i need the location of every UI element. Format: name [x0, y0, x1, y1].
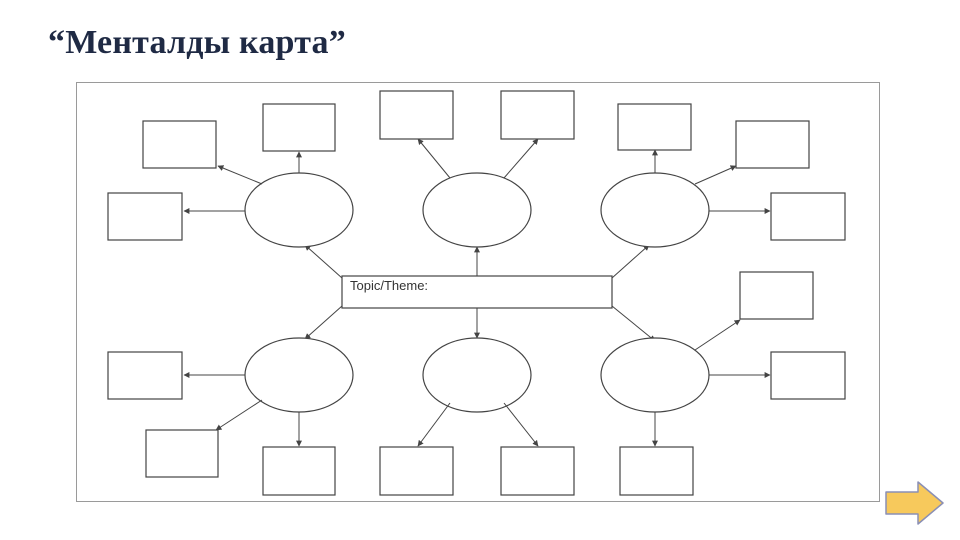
connector-bottom-left	[304, 305, 343, 340]
idea-box[interactable]	[739, 271, 814, 320]
idea-box[interactable]	[770, 351, 846, 400]
idea-box[interactable]	[500, 90, 575, 140]
idea-box[interactable]	[142, 120, 217, 169]
idea-box[interactable]	[770, 192, 846, 241]
idea-box[interactable]	[262, 446, 336, 496]
topic-connectors	[304, 244, 656, 342]
idea-box[interactable]	[262, 103, 336, 152]
idea-circle-top-center[interactable]	[422, 172, 532, 248]
topic-label: Topic/Theme:	[350, 278, 428, 293]
idea-box[interactable]	[500, 446, 575, 496]
connector-top-right	[611, 244, 650, 279]
idea-circle-bottom-center[interactable]	[422, 337, 532, 413]
slide-title: “Менталды карта”	[48, 24, 346, 61]
idea-box[interactable]	[617, 103, 692, 151]
branch-arrows	[183, 138, 771, 447]
idea-circle-bottom-right[interactable]	[600, 337, 710, 413]
next-slide-button[interactable]	[884, 480, 946, 526]
right-arrow-icon	[885, 481, 944, 525]
topic-box[interactable]: Topic/Theme:	[341, 275, 613, 309]
idea-box[interactable]	[107, 192, 183, 241]
idea-box[interactable]	[735, 120, 810, 169]
idea-box[interactable]	[145, 429, 219, 478]
idea-box[interactable]	[379, 90, 454, 140]
idea-box[interactable]	[619, 446, 694, 496]
idea-box[interactable]	[379, 446, 454, 496]
idea-box[interactable]	[107, 351, 183, 400]
connector-bottom-right	[611, 305, 656, 342]
idea-circle-top-right[interactable]	[600, 172, 710, 248]
connector-top-left	[304, 244, 343, 279]
